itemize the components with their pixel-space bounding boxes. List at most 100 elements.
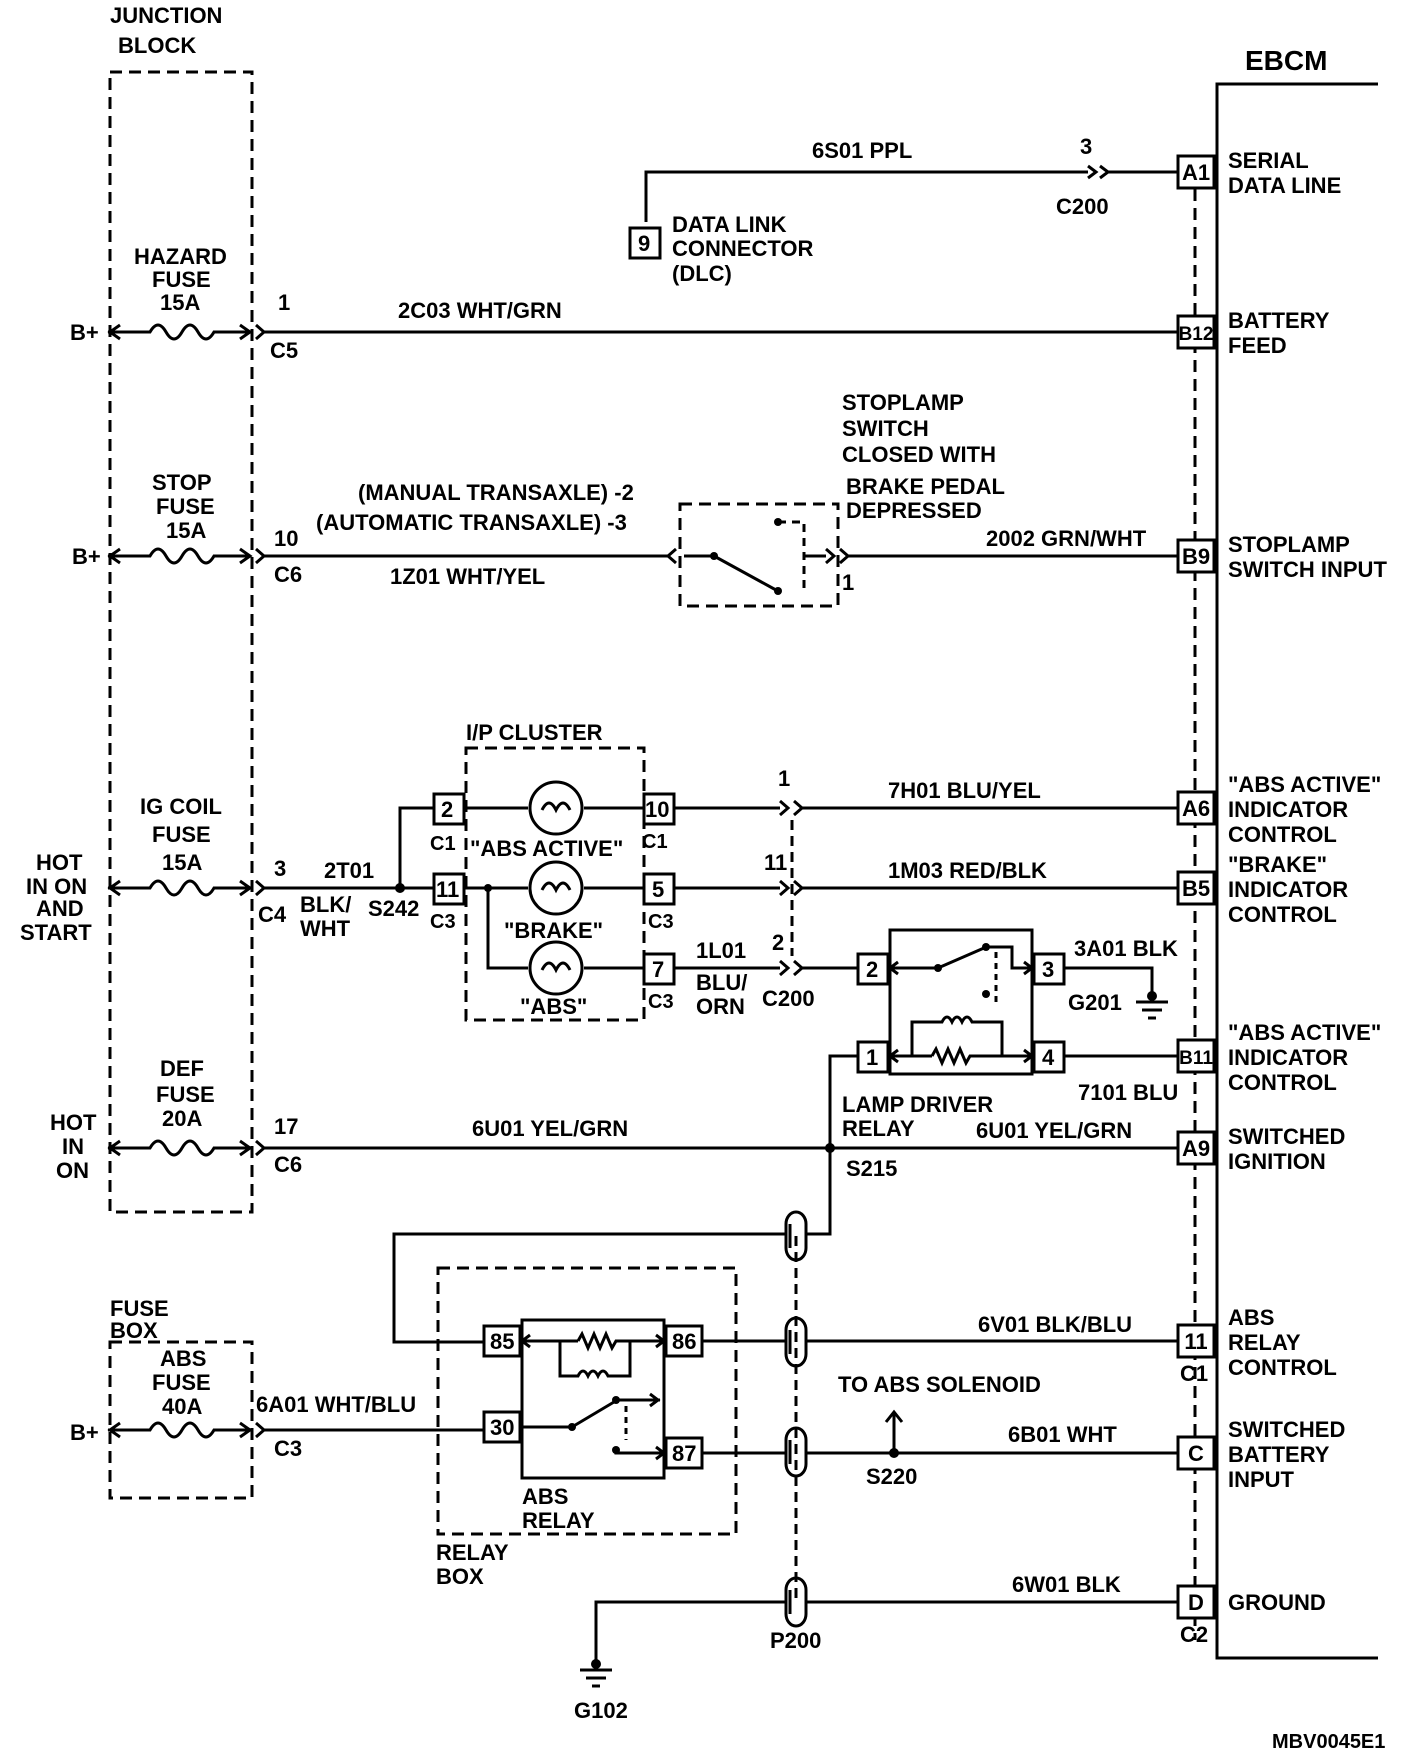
abs-relay-pin-85: 85 bbox=[490, 1329, 514, 1354]
ig-wire-3: WHT bbox=[300, 916, 351, 941]
abs-relay-pin-86: 86 bbox=[672, 1329, 696, 1354]
ig-supply-4: START bbox=[20, 920, 92, 945]
lamp-relay-pin-1: 1 bbox=[866, 1045, 878, 1070]
ebcm-pin-label: INDICATOR bbox=[1228, 1045, 1348, 1070]
ebcm-pin-label: INDICATOR bbox=[1228, 797, 1348, 822]
ebcm-pin-box bbox=[1176, 1323, 1216, 1359]
ebcm-pin-box bbox=[1176, 1435, 1216, 1471]
ebcm-pin-box bbox=[1176, 1038, 1216, 1074]
splice-s220: S220 bbox=[866, 1464, 917, 1489]
cluster-bulb-abs: "ABS" bbox=[520, 994, 587, 1019]
stop-fuse-label-3: 15A bbox=[166, 518, 206, 543]
ig-supply-2: IN ON bbox=[26, 874, 87, 899]
lamp-driver-relay: 2 3 1 4 LAMP DRIVER RELAY 3A01 BLK G201 … bbox=[828, 928, 1178, 1146]
hazard-pin: 1 bbox=[278, 290, 290, 315]
ebcm-pin-id: B9 bbox=[1182, 544, 1210, 569]
cluster-conn-c3-lower: C3 bbox=[648, 991, 674, 1013]
dlc-conn: C200 bbox=[1056, 194, 1109, 219]
ip-cluster: I/P CLUSTER 2 11 10 5 7 C1 C3 C1 C3 C3 "… bbox=[430, 720, 676, 1022]
def-wire: 6U01 YEL/GRN bbox=[472, 1116, 628, 1141]
ebcm-pin-box bbox=[1176, 870, 1216, 906]
hazard-fuse-label-1: HAZARD bbox=[134, 244, 227, 269]
stop-fuse-label-2: FUSE bbox=[156, 494, 215, 519]
ebcm-pin-id: B11 bbox=[1179, 1048, 1213, 1069]
lamp-relay-pin-2: 2 bbox=[866, 957, 878, 982]
cluster-pin-2: 2 bbox=[441, 797, 453, 822]
lamp-relay-pin-3: 3 bbox=[1042, 957, 1054, 982]
lamp-relay-pin-4: 4 bbox=[1042, 1045, 1055, 1070]
ebcm-pin-label: BATTERY bbox=[1228, 1442, 1330, 1467]
lower-circuits: 6V01 BLK/BLU TO ABS SOLENOID S220 6B01 W… bbox=[574, 1312, 1385, 1752]
ebcm-pin-id: 11 bbox=[1184, 1329, 1207, 1354]
wire-abs-2: BLU/ bbox=[696, 970, 747, 995]
ig-coil-fuse-circuit: IG COIL FUSE 15A HOT IN ON AND START 3 C… bbox=[20, 794, 442, 945]
figure-code: MBV0045E1 bbox=[1272, 1731, 1385, 1752]
stop-conn: C6 bbox=[274, 562, 302, 587]
abs-fuse-conn: C3 bbox=[274, 1436, 302, 1461]
ebcm-pin-id: A6 bbox=[1182, 796, 1210, 821]
def-pin: 17 bbox=[274, 1114, 298, 1139]
stop-fuse-circuit: STOP FUSE 15A B+ 10 C6 1Z01 WHT/YEL (MAN… bbox=[72, 470, 668, 589]
hazard-conn: C5 bbox=[270, 338, 298, 363]
ground-g102: G102 bbox=[574, 1698, 628, 1723]
abs-supply: B+ bbox=[70, 1420, 99, 1445]
cluster-pin-10: 10 bbox=[645, 797, 669, 822]
abs-fuse-wire: 6A01 WHT/BLU bbox=[256, 1392, 416, 1417]
ig-fuse-label-3: 15A bbox=[162, 850, 202, 875]
dlc-label-3: (DLC) bbox=[672, 261, 732, 286]
abs-relay-label-1: ABS bbox=[522, 1484, 568, 1509]
ebcm-pin-id: B5 bbox=[1182, 876, 1210, 901]
lamp-relay-ign-wire: 6U01 YEL/GRN bbox=[976, 1118, 1132, 1143]
ebcm-pin-label: SWITCHED bbox=[1228, 1124, 1345, 1149]
abs-fuse-label-2: FUSE bbox=[152, 1370, 211, 1395]
ebcm-pin-label: DATA LINE bbox=[1228, 173, 1341, 198]
ig-pin: 3 bbox=[274, 856, 286, 881]
wire-abs-1: 1L01 bbox=[696, 938, 746, 963]
abs-fuse-label-3: 40A bbox=[162, 1394, 202, 1419]
ebcm-pin-label: ABS bbox=[1228, 1305, 1274, 1330]
dlc-pin: 9 bbox=[638, 231, 650, 256]
wire-brake: 1M03 RED/BLK bbox=[888, 858, 1047, 883]
ebcm-pin-connector: C1 bbox=[1180, 1361, 1208, 1386]
fuse-box-label-1: FUSE bbox=[110, 1296, 169, 1321]
cluster-title: I/P CLUSTER bbox=[466, 720, 603, 745]
junction-block-title-1: JUNCTION bbox=[110, 3, 222, 28]
hazard-fuse-label-3: 15A bbox=[160, 290, 200, 315]
stop-auto-label: (AUTOMATIC TRANSAXLE) -3 bbox=[316, 510, 627, 535]
ig-fuse-label-2: FUSE bbox=[152, 822, 211, 847]
def-conn: C6 bbox=[274, 1152, 302, 1177]
cluster-conn-c3-right: C3 bbox=[648, 911, 674, 933]
junction-block: JUNCTION BLOCK bbox=[108, 3, 254, 1214]
def-supply-1: HOT bbox=[50, 1110, 97, 1135]
c200-label: C200 bbox=[762, 986, 815, 1011]
splice-s215: S215 bbox=[846, 1156, 897, 1181]
ebcm-pin-id: D bbox=[1188, 1590, 1204, 1615]
ebcm-pin-label: INPUT bbox=[1228, 1467, 1295, 1492]
ebcm-pin-label: "ABS ACTIVE" bbox=[1228, 772, 1381, 797]
ebcm-pin-id: B12 bbox=[1179, 324, 1214, 345]
stoplamp-wire-out: 2002 GRN/WHT bbox=[986, 526, 1147, 551]
def-fuse-label-3: 20A bbox=[162, 1106, 202, 1131]
dlc-wire: 6S01 PPL bbox=[812, 138, 912, 163]
ebcm-pin-box bbox=[1176, 1130, 1216, 1166]
ebcm-pin-box bbox=[1176, 314, 1216, 350]
ebcm-pin-label: GROUND bbox=[1228, 1590, 1326, 1615]
ebcm-pin-label: RELAY bbox=[1228, 1330, 1301, 1355]
ig-wire-2: BLK/ bbox=[300, 892, 351, 917]
ebcm-pin-label: IGNITION bbox=[1228, 1149, 1326, 1174]
ebcm-pin-label: FEED bbox=[1228, 333, 1287, 358]
up-arrow-icon bbox=[884, 1409, 904, 1423]
cluster-bulb-brake: "BRAKE" bbox=[504, 918, 603, 943]
stoplamp-switch: 1 2002 GRN/WHT STOPLAMP SWITCH CLOSED WI… bbox=[665, 390, 1178, 608]
stoplamp-pin-out: 1 bbox=[842, 570, 854, 595]
stop-fuse-label-1: STOP bbox=[152, 470, 212, 495]
ebcm-title: EBCM bbox=[1245, 45, 1327, 76]
ig-supply-1: HOT bbox=[36, 850, 83, 875]
hazard-fuse-circuit: HAZARD FUSE 15A B+ 1 C5 2C03 WHT/GRN bbox=[70, 244, 1178, 363]
lamp-relay-out-wire: 7101 BLU bbox=[1078, 1080, 1178, 1105]
stop-supply: B+ bbox=[72, 544, 101, 569]
ebcm-pin-label: SWITCHED bbox=[1228, 1417, 1345, 1442]
stoplamp-label-3: CLOSED WITH bbox=[842, 442, 996, 467]
